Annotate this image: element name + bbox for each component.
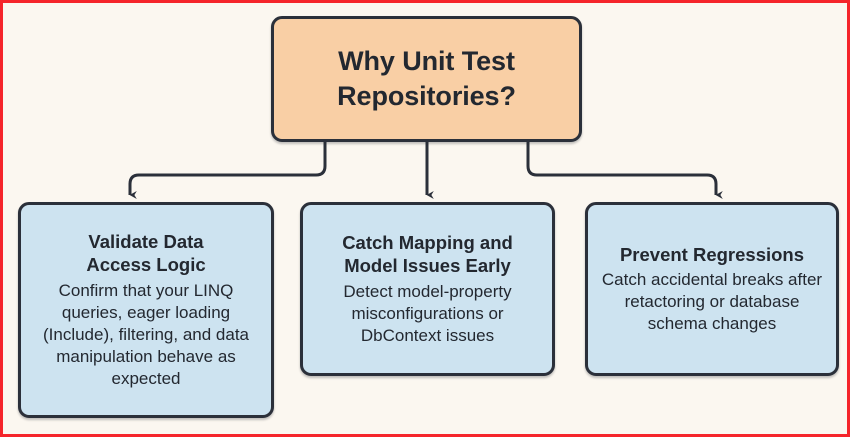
- branch-body-text: Confirm that your LINQ queries, eager lo…: [42, 280, 249, 388]
- branch-body-text: Catch accidental breaks after retactorin…: [601, 270, 823, 334]
- root-node-title-line-2: Repositories?: [337, 81, 516, 111]
- branch-heading-line-1: Prevent Regressions: [619, 243, 805, 265]
- branch-node-validate-data-access-logic[interactable]: Validate Data Access Logic Confirm that …: [18, 202, 274, 418]
- connector-path-right: [526, 142, 723, 200]
- root-node-why-unit-test-repositories[interactable]: Why Unit Test Repositories?: [271, 16, 582, 142]
- branch-heading-line-1: Validate Data: [88, 230, 204, 252]
- branch-node-catch-mapping-and-model-issues-early[interactable]: Catch Mapping and Model Issues Early Det…: [300, 202, 555, 376]
- branch-heading-line-2: Access Logic: [86, 254, 206, 276]
- connector-path-left: [128, 142, 327, 200]
- branch-body-text: Detect model-property misconfigurations …: [343, 281, 512, 345]
- branch-node-prevent-regressions[interactable]: Prevent Regressions Catch accidental bre…: [585, 202, 839, 376]
- root-node-title-line-1: Why Unit Test: [338, 46, 515, 77]
- branch-heading-line-1: Catch Mapping and: [342, 232, 513, 254]
- branch-heading-line-2: Model Issues Early: [344, 255, 511, 277]
